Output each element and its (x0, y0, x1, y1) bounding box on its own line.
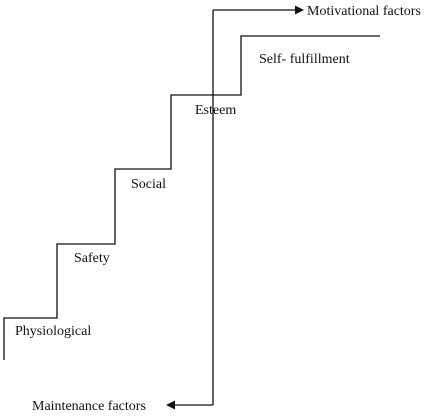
maintenance-arrowhead-icon (166, 400, 175, 410)
step-label-social: Social (131, 177, 166, 192)
motivational-factors-label: Motivational factors (307, 4, 421, 19)
step-label-esteem: Esteem (195, 103, 236, 118)
maintenance-factors-label: Maintenance factors (32, 399, 146, 414)
step-label-physiological: Physiological (15, 324, 91, 339)
staircase-outline (3, 35, 380, 360)
step-label-safety: Safety (74, 251, 110, 266)
step-label-self-fulfillment: Self- fulfillment (259, 52, 350, 67)
motivational-arrowhead-icon (295, 5, 304, 15)
